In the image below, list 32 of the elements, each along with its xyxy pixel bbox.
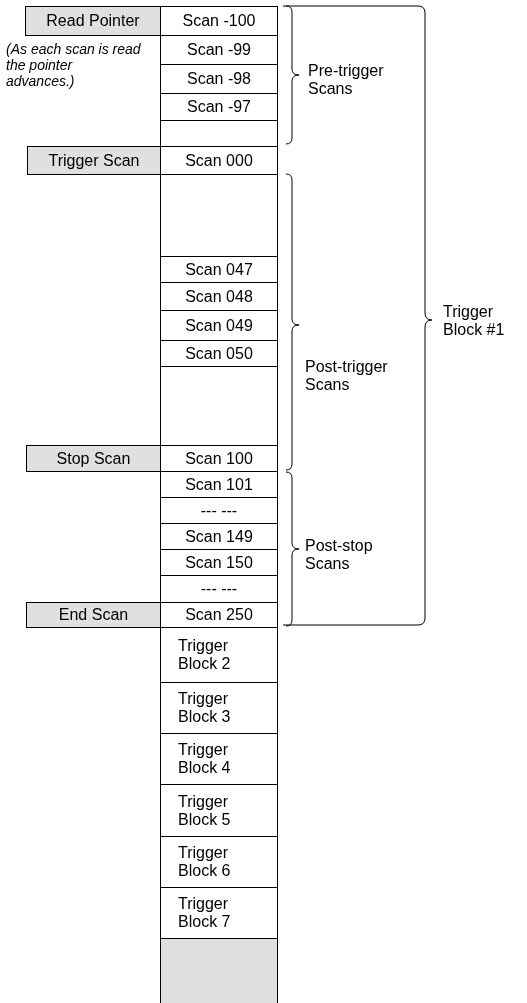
marker-tag: Stop Scan xyxy=(26,445,161,472)
scan-slot: Scan 150 xyxy=(160,549,278,576)
trigger-block-slot: Trigger Block 3 xyxy=(160,682,278,734)
scan-slot xyxy=(160,120,278,147)
bracket-label: Pre-trigger Scans xyxy=(308,62,385,98)
marker-tag: End Scan xyxy=(26,602,161,628)
scan-slot: Scan -98 xyxy=(160,64,278,94)
scan-slot: --- --- xyxy=(160,497,278,524)
trigger-block-slot: Trigger Block 7 xyxy=(160,887,278,939)
scan-slot: Scan 047 xyxy=(160,256,278,283)
note-text: (As each scan is read the pointer advances.) xyxy=(6,41,142,89)
scan-slot: Scan -97 xyxy=(160,93,278,121)
scan-slot: Scan 101 xyxy=(160,471,278,498)
marker-tag: Read Pointer xyxy=(25,6,161,36)
scan-slot: Scan 048 xyxy=(160,282,278,311)
bracket-label: Post-stop Scans xyxy=(305,537,374,573)
scan-slot: Scan 049 xyxy=(160,310,278,341)
trigger-block-slot: Trigger Block 4 xyxy=(160,733,278,785)
bracket-label: Post-trigger Scans xyxy=(305,358,389,394)
scan-slot: Scan 050 xyxy=(160,340,278,367)
scan-slot xyxy=(160,174,278,257)
scan-slot: Scan 149 xyxy=(160,523,278,550)
scan-slot: Scan -100 xyxy=(160,6,278,36)
trigger-block-slot: Trigger Block 2 xyxy=(160,627,278,683)
trigger-block-slot: Trigger Block 6 xyxy=(160,836,278,888)
trigger-block-slot: Trigger Block 5 xyxy=(160,784,278,837)
marker-tag: Trigger Scan xyxy=(27,146,161,175)
bracket-label: Trigger Block #1 xyxy=(443,303,506,339)
scan-slot: Scan -99 xyxy=(160,35,278,65)
scan-slot xyxy=(160,366,278,446)
scan-slot: --- --- xyxy=(160,575,278,603)
scan-slot xyxy=(160,938,278,1003)
